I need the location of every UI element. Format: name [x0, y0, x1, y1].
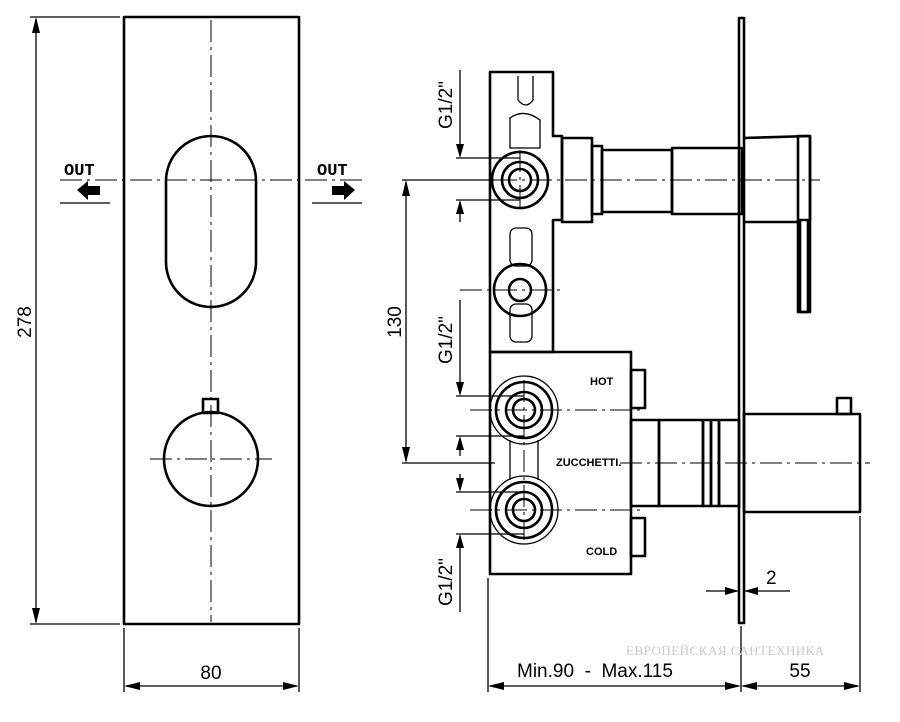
dim-protrusion-label: 55 [789, 661, 810, 682]
watermark-text: ЕВРОПЕЙСКАЯ САНТЕХНИКА [626, 643, 825, 658]
out-right-label: OUT [317, 162, 348, 181]
cold-label: COLD [586, 546, 617, 558]
side-view: HOT COLD ZUCCHETTI. 130 G1/2" [385, 16, 870, 692]
out-left-label: OUT [64, 162, 95, 181]
knob-indicator [201, 397, 220, 415]
out-left-arrow-icon [77, 181, 100, 200]
diverter-lever [742, 134, 812, 314]
diverter-slot [164, 134, 258, 309]
dim-width-label: 80 [200, 663, 221, 684]
out-right-arrow-icon [332, 181, 355, 200]
dim-height-label: 278 [15, 306, 36, 338]
cover-plate [737, 16, 746, 625]
thread-top-label: G1/2" [436, 81, 457, 129]
faceplate-outline [122, 15, 301, 626]
dim-plate-label: 2 [766, 568, 777, 589]
brand-label: ZUCCHETTI. [556, 457, 621, 469]
thread-mid-label: G1/2" [436, 316, 457, 364]
dim-center-label: 130 [385, 306, 406, 338]
hot-label: HOT [590, 376, 614, 388]
dim-depth-label: Min.90 - Max.115 [517, 661, 673, 682]
front-view: OUT OUT 278 80 [15, 15, 365, 692]
thread-bot-label: G1/2" [436, 558, 457, 606]
